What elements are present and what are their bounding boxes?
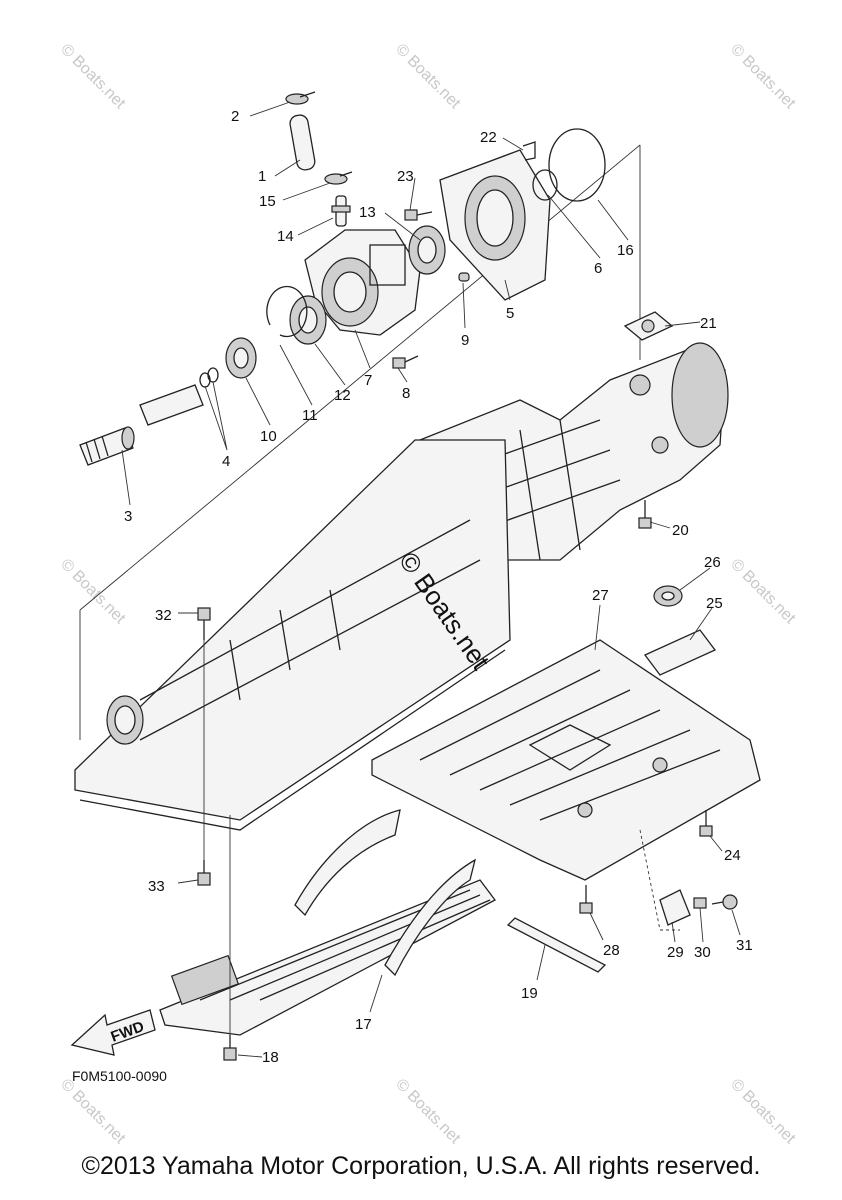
part-3-shaft xyxy=(79,426,135,466)
part-18-bolt xyxy=(223,1035,237,1061)
callout-19: 19 xyxy=(521,985,538,1002)
part-12-bearing xyxy=(289,295,327,345)
callout-31: 31 xyxy=(736,937,753,954)
diagram-code: F0M5100-0090 xyxy=(72,1068,167,1084)
intake-duct xyxy=(74,439,511,831)
callout-33: 33 xyxy=(148,878,165,895)
callout-8: 8 xyxy=(402,385,410,402)
callout-5: 5 xyxy=(506,305,514,322)
callout-28: 28 xyxy=(603,942,620,959)
watermark: © Boats.net xyxy=(727,41,799,113)
part-28-bolt xyxy=(579,885,593,914)
callout-24: 24 xyxy=(724,847,741,864)
callout-17: 17 xyxy=(355,1016,372,1033)
part-4-o-rings xyxy=(199,367,219,388)
callout-29: 29 xyxy=(667,944,684,961)
part-25-bracket xyxy=(643,629,717,676)
leader-lines xyxy=(121,101,741,1058)
part-16-o-ring xyxy=(548,128,606,202)
part-20-bolt xyxy=(638,500,652,529)
callout-18: 18 xyxy=(262,1049,279,1066)
callout-6: 6 xyxy=(594,260,602,277)
part-8-bolt xyxy=(392,355,419,369)
part-9-pin xyxy=(458,272,470,282)
watermark: © Boats.net xyxy=(727,1076,799,1148)
callout-1: 1 xyxy=(258,168,266,185)
callout-30: 30 xyxy=(694,944,711,961)
callout-14: 14 xyxy=(277,228,294,245)
watermark: © Boats.net xyxy=(392,41,464,113)
part-15-clamp xyxy=(324,171,353,185)
part-13-oil-seal xyxy=(408,225,446,275)
callout-15: 15 xyxy=(259,193,276,210)
callout-25: 25 xyxy=(706,595,723,612)
part-7-bearing-housing xyxy=(304,229,421,336)
part-19-strip xyxy=(506,917,607,973)
callout-27: 27 xyxy=(592,587,609,604)
part-6-o-ring xyxy=(532,169,558,201)
part-11-circlip xyxy=(266,285,308,338)
part-31-bolt xyxy=(711,894,738,910)
part-33-bolt xyxy=(197,860,211,886)
part-27-ride-plate xyxy=(371,639,761,881)
part-26-grommet xyxy=(653,585,683,607)
part-24-bolt xyxy=(699,810,713,837)
part-21-mount xyxy=(623,311,674,341)
part-5-intake-housing xyxy=(439,149,551,301)
part-29-bracket xyxy=(659,889,691,926)
callout-13: 13 xyxy=(359,204,376,221)
part-1-pipe xyxy=(289,114,316,171)
callout-3: 3 xyxy=(124,508,132,525)
fwd-arrow: FWD xyxy=(70,1009,156,1056)
callout-20: 20 xyxy=(672,522,689,539)
callout-32: 32 xyxy=(155,607,172,624)
watermark: © Boats.net xyxy=(392,1076,464,1148)
part-2-clamp xyxy=(285,91,316,105)
part-30-plate xyxy=(693,897,707,909)
watermark: © Boats.net xyxy=(57,1076,129,1148)
callout-16: 16 xyxy=(617,242,634,259)
callout-2: 2 xyxy=(231,108,239,125)
part-22-clip xyxy=(522,141,536,161)
watermark: © Boats.net xyxy=(57,556,129,628)
callout-11: 11 xyxy=(302,407,318,424)
collar xyxy=(139,384,204,426)
callout-12: 12 xyxy=(334,387,351,404)
part-23-bolt xyxy=(404,209,433,221)
watermark: © Boats.net xyxy=(57,41,129,113)
watermark: © Boats.net xyxy=(727,556,799,628)
callout-23: 23 xyxy=(397,168,414,185)
part-14-nipple xyxy=(331,195,351,227)
callout-4: 4 xyxy=(222,453,230,470)
callout-22: 22 xyxy=(480,129,497,146)
callout-21: 21 xyxy=(700,315,717,332)
part-10-oil-seal xyxy=(225,337,257,379)
part-32-bolt xyxy=(197,607,211,640)
copyright-notice: ©2013 Yamaha Motor Corporation, U.S.A. A… xyxy=(81,1152,761,1180)
callout-labels: 2 1 15 14 13 23 22 5 6 16 9 8 7 12 11 10… xyxy=(124,108,753,1066)
part-17-intake-grate xyxy=(159,809,496,1036)
callout-7: 7 xyxy=(364,372,372,389)
callout-26: 26 xyxy=(704,554,721,571)
callout-9: 9 xyxy=(461,332,469,349)
callout-10: 10 xyxy=(260,428,277,445)
